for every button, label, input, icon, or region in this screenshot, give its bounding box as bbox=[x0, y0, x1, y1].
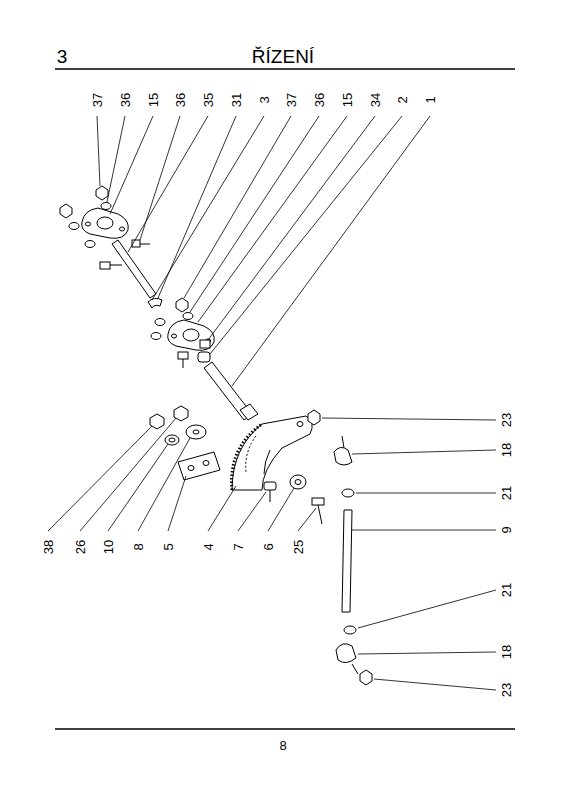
callout-number: 2 bbox=[396, 95, 409, 104]
callout-number: 7 bbox=[232, 542, 245, 551]
tie-rod bbox=[342, 510, 352, 612]
callout-number: 37 bbox=[285, 92, 298, 108]
flange-plate bbox=[168, 320, 215, 350]
gear-teeth bbox=[232, 424, 262, 490]
washer bbox=[186, 425, 206, 439]
callout-number: 25 bbox=[292, 539, 305, 555]
bolt-head bbox=[200, 340, 210, 348]
callout-number: 18 bbox=[500, 442, 513, 458]
bolt-head bbox=[312, 498, 324, 505]
page-number: 8 bbox=[278, 739, 287, 752]
washer bbox=[155, 319, 165, 326]
leader-lines bbox=[48, 116, 496, 690]
plate bbox=[178, 452, 220, 480]
callout-number: 37 bbox=[91, 92, 104, 108]
callout-number: 8 bbox=[132, 542, 145, 551]
sector-gear bbox=[232, 416, 312, 490]
ball-joint bbox=[334, 447, 352, 465]
nut bbox=[150, 414, 164, 429]
nut bbox=[60, 204, 72, 218]
bolt-head bbox=[178, 352, 188, 359]
callout-number: 1 bbox=[424, 95, 437, 104]
callout-number: 10 bbox=[102, 539, 115, 555]
callout-number: 21 bbox=[500, 485, 513, 501]
ball-stud bbox=[264, 482, 276, 490]
lock-nut bbox=[342, 489, 354, 497]
tie-rod-group bbox=[308, 410, 372, 685]
section-number: 3 bbox=[56, 47, 69, 66]
callout-number: 36 bbox=[119, 92, 132, 108]
upper-flange-group bbox=[60, 186, 162, 308]
callout-number: 15 bbox=[147, 92, 160, 108]
callout-number: 34 bbox=[369, 92, 382, 108]
callout-number: 36 bbox=[174, 92, 187, 108]
callout-number: 36 bbox=[313, 92, 326, 108]
washer bbox=[183, 313, 193, 320]
washer bbox=[69, 223, 79, 230]
callout-number: 35 bbox=[202, 92, 215, 108]
bushing bbox=[198, 352, 210, 362]
nut bbox=[174, 406, 188, 421]
callout-number: 3 bbox=[258, 95, 271, 104]
callout-number: 15 bbox=[341, 92, 354, 108]
header-rule bbox=[55, 68, 515, 70]
flange-hole bbox=[97, 217, 113, 229]
callout-number: 5 bbox=[162, 542, 175, 551]
nut bbox=[360, 670, 372, 685]
callout-number: 23 bbox=[500, 412, 513, 428]
spring-clip bbox=[148, 298, 162, 308]
footer-rule bbox=[55, 728, 515, 730]
flange-hole bbox=[183, 329, 199, 341]
callout-number: 38 bbox=[42, 539, 55, 555]
washer bbox=[101, 203, 111, 210]
bolt-head bbox=[100, 262, 110, 269]
tube bbox=[112, 240, 156, 298]
lock-nut bbox=[344, 626, 356, 634]
callout-number: 18 bbox=[500, 644, 513, 660]
callout-number: 9 bbox=[500, 525, 513, 534]
callout-number: 23 bbox=[500, 682, 513, 698]
spring-washer bbox=[165, 435, 179, 445]
ball-cup bbox=[290, 475, 306, 489]
flange-plate bbox=[82, 208, 129, 238]
lower-flange-group bbox=[151, 298, 258, 420]
section-title: ŘÍZENÍ bbox=[252, 47, 314, 66]
shaft-end bbox=[240, 404, 258, 420]
washer bbox=[85, 241, 95, 248]
nut bbox=[96, 186, 108, 200]
callout-number: 6 bbox=[262, 542, 275, 551]
callout-number: 31 bbox=[230, 92, 243, 108]
washer bbox=[151, 333, 161, 340]
callout-number: 4 bbox=[202, 542, 215, 551]
callout-number: 21 bbox=[500, 582, 513, 598]
callout-number: 26 bbox=[74, 539, 87, 555]
nut bbox=[176, 298, 188, 312]
ball-joint bbox=[336, 644, 356, 663]
nut bbox=[308, 410, 320, 425]
